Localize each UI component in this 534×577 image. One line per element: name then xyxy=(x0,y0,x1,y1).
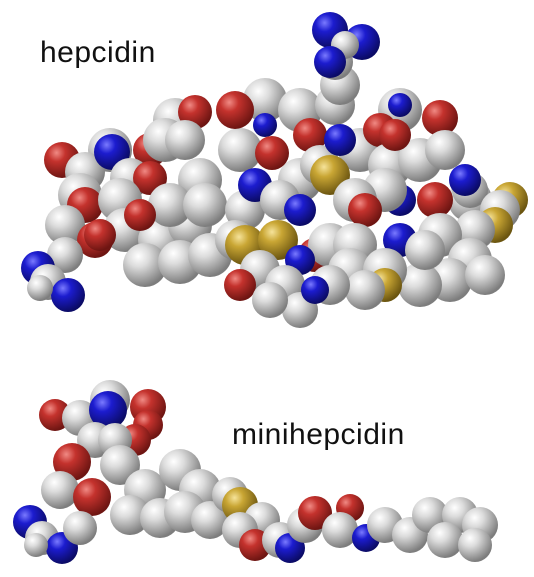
oxygen-atom xyxy=(224,269,256,301)
hepcidin-label: hepcidin xyxy=(40,36,156,69)
carbon-atom xyxy=(165,120,205,160)
minihepcidin-molecule xyxy=(13,380,498,564)
nitrogen-atom xyxy=(324,124,356,156)
carbon-atom xyxy=(398,263,442,307)
carbon-atom xyxy=(345,270,385,310)
carbon-atom xyxy=(45,205,85,245)
carbon-atom xyxy=(110,495,150,535)
carbon-atom xyxy=(425,130,465,170)
carbon-atom xyxy=(218,128,262,172)
carbon-atom xyxy=(148,183,192,227)
carbon-atom xyxy=(47,237,83,273)
carbon-atom xyxy=(243,78,287,122)
carbon-atom xyxy=(24,533,48,557)
oxygen-atom xyxy=(84,219,116,251)
oxygen-atom xyxy=(298,496,332,530)
carbon-atom xyxy=(427,522,463,558)
carbon-atom xyxy=(63,511,97,545)
nitrogen-atom xyxy=(51,278,85,312)
carbon-atom xyxy=(27,275,53,301)
nitrogen-atom xyxy=(253,113,277,137)
oxygen-atom xyxy=(216,91,254,129)
carbon-atom xyxy=(458,528,492,562)
carbon-atom xyxy=(191,501,229,539)
carbon-atom xyxy=(123,243,167,287)
nitrogen-atom xyxy=(89,391,127,429)
nitrogen-atom xyxy=(301,276,329,304)
nitrogen-atom xyxy=(388,93,412,117)
carbon-atom xyxy=(405,230,445,270)
carbon-atom xyxy=(465,255,505,295)
minihepcidin-label: minihepcidin xyxy=(232,418,405,451)
carbon-atom xyxy=(100,445,140,485)
carbon-atom xyxy=(252,282,288,318)
oxygen-atom xyxy=(422,100,458,136)
oxygen-atom xyxy=(124,199,156,231)
nitrogen-atom xyxy=(449,164,481,196)
nitrogen-atom xyxy=(284,194,316,226)
nitrogen-atom xyxy=(314,46,346,78)
oxygen-atom xyxy=(379,119,411,151)
carbon-atom xyxy=(322,512,358,548)
sulfur-atom xyxy=(258,220,298,260)
oxygen-atom xyxy=(255,136,289,170)
hepcidin-molecule xyxy=(21,12,528,328)
oxygen-atom xyxy=(73,478,111,516)
carbon-atom xyxy=(41,471,79,509)
oxygen-atom xyxy=(348,193,382,227)
oxygen-atom xyxy=(417,182,453,218)
carbon-atom xyxy=(183,183,227,227)
oxygen-atom xyxy=(293,118,327,152)
